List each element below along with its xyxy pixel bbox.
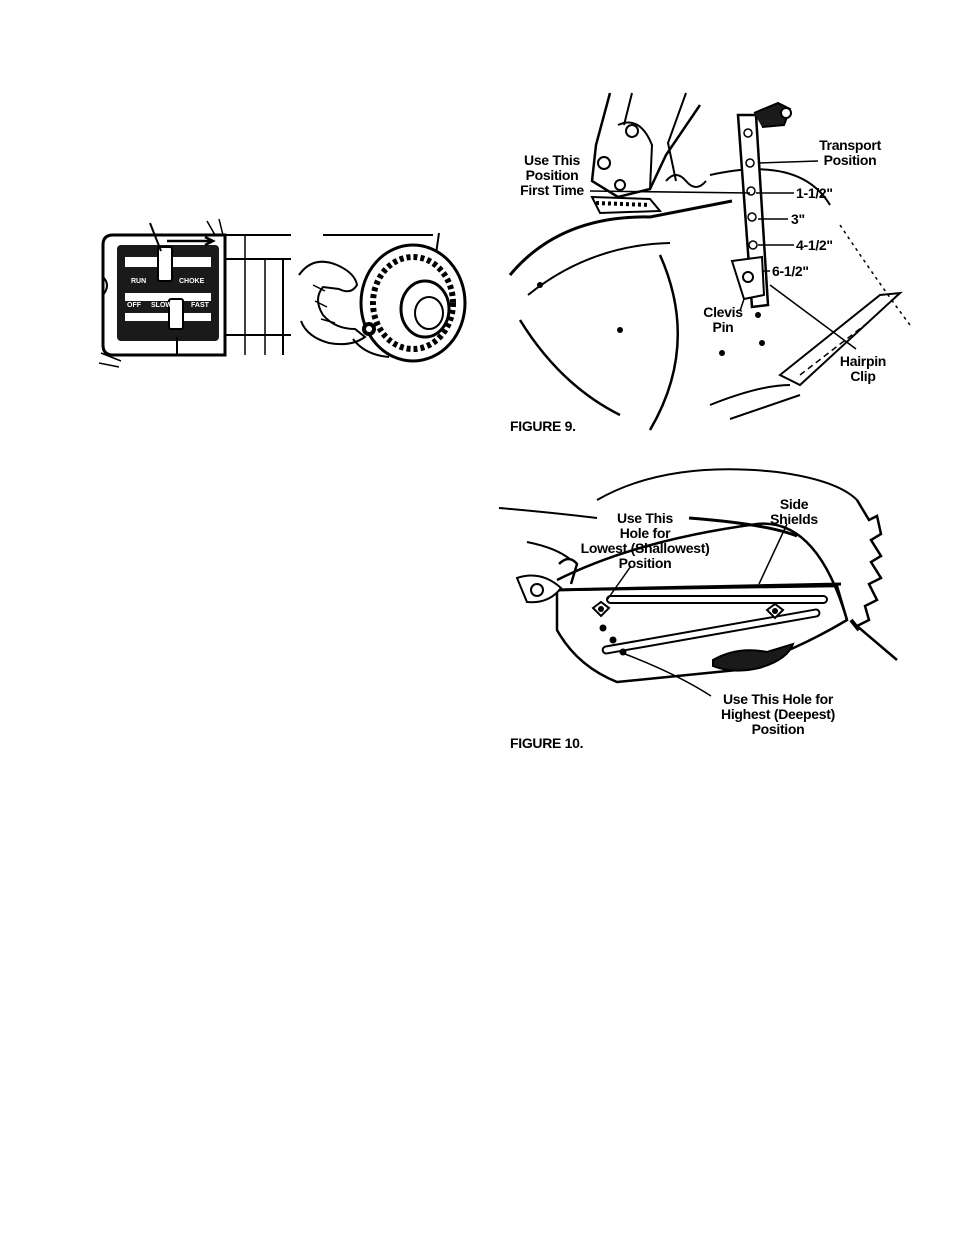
transport-position-label: Transport Position: [800, 138, 900, 168]
highest-hole-label: Use This Hole for Highest (Deepest) Posi…: [693, 692, 863, 737]
position-6-1-2-label: 6-1/2": [772, 264, 809, 279]
clevis-pin-label: Clevis Pin: [696, 305, 750, 335]
figure-9: Use This Position First Time Transport P…: [500, 85, 920, 430]
use-this-position-first-time-label: Use This Position First Time: [504, 153, 600, 198]
position-3-label: 3": [791, 212, 805, 227]
figure-9-caption: FIGURE 9.: [510, 419, 576, 434]
recoil-starter-illustration: [293, 225, 473, 365]
figure-10: Use This Hole for Lowest (Shallowest) Po…: [497, 460, 897, 750]
choke-label: CHOKE: [179, 278, 204, 285]
hairpin-clip-label: Hairpin Clip: [830, 354, 896, 384]
position-1-1-2-label: 1-1/2": [796, 186, 833, 201]
side-shields-label: Side Shields: [759, 497, 829, 527]
run-label: RUN: [131, 278, 146, 285]
slow-label: SLOW: [151, 302, 172, 309]
position-4-1-2-label: 4-1/2": [796, 238, 833, 253]
figure-10-caption: FIGURE 10.: [510, 736, 583, 751]
lowest-hole-label: Use This Hole for Lowest (Shallowest) Po…: [565, 511, 725, 571]
off-label: OFF: [127, 302, 141, 309]
fast-label: FAST: [191, 302, 209, 309]
control-panel-illustration: RUN CHOKE OFF SLOW FAST: [95, 215, 295, 375]
